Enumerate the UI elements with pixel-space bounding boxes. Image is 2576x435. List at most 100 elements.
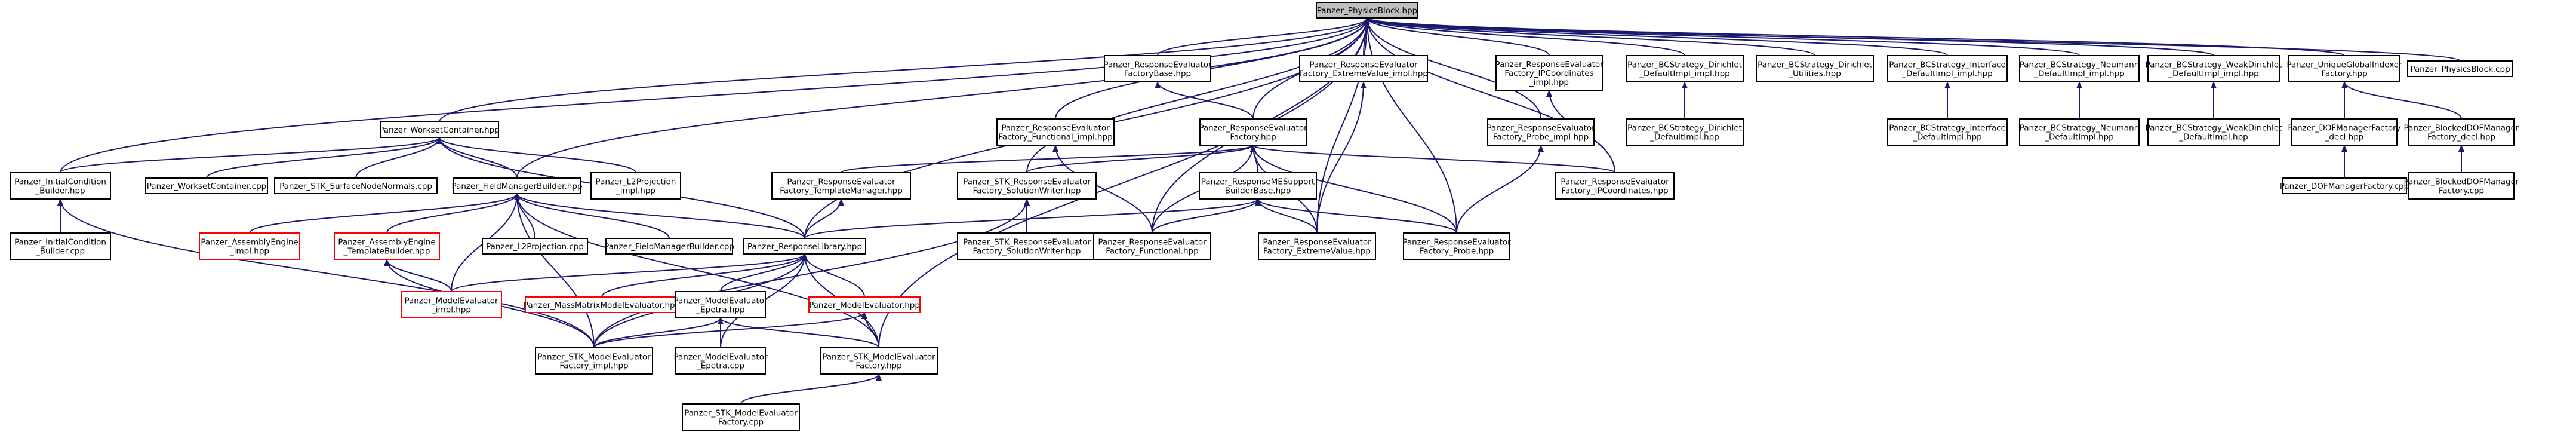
dependency-edge [1456,145,1544,234]
file-node-box [808,296,921,313]
dependency-edge [206,137,442,179]
file-node-box [334,232,440,260]
file-node-physicsblock-cpp[interactable]: Panzer_PhysicsBlock.cpp [2407,60,2513,77]
file-node-box [1093,232,1211,260]
file-node-rf-extremevalue-impl[interactable]: Panzer_ResponseEvaluatorFactory_ExtremeV… [1299,55,1428,82]
file-node-box [1299,55,1428,82]
file-node-assemblyengine-impl[interactable]: Panzer_AssemblyEngine_impl.hpp [199,232,300,260]
dependency-edge [1364,17,2345,56]
file-node-label: Panzer_BCStrategy_Interface [1889,60,2006,70]
file-node-responselibrary[interactable]: Panzer_ResponseLibrary.hpp [743,238,866,255]
file-node-initialcondition-builder[interactable]: Panzer_InitialCondition_Builder.hpp [10,172,111,200]
file-node-label: _DefaultImpl.hpp [1912,133,1982,142]
dependency-edge [593,317,724,348]
dependency-edge [516,17,1370,179]
file-node-label: Panzer_ResponseEvaluator [1495,60,1604,69]
file-node-box [535,347,653,375]
file-node-box [2408,172,2515,200]
file-node-label: Panzer_FieldManagerBuilder.cpp [604,242,734,252]
file-node-rf-templatemanager[interactable]: Panzer_ResponseEvaluatorFactory_Template… [771,172,911,200]
file-node-dofmanagerfactory-decl[interactable]: Panzer_DOFManagerFactory_decl.hpp [2288,118,2401,146]
file-node-rf-ipcoord[interactable]: Panzer_ResponseEvaluatorFactory_IPCoordi… [1555,172,1675,200]
file-node-bc-interface-defaultimpl[interactable]: Panzer_BCStrategy_Interface_DefaultImpl.… [1887,118,2008,146]
file-node-label: _impl.hpp [1529,78,1569,87]
file-node-bc-dirichlet-defaultimpl[interactable]: Panzer_BCStrategy_Dirichlet_DefaultImpl.… [1626,118,1744,146]
file-node-box [2147,55,2280,82]
file-node-rf-functional[interactable]: Panzer_ResponseEvaluatorFactory_Function… [1093,232,1211,260]
file-node-label: Factory_IPCoordinates [1504,69,1593,78]
file-node-initialcondition-builder-cpp[interactable]: Panzer_InitialCondition_Builder.cpp [10,232,111,260]
file-node-box [743,238,866,255]
file-node-l2projection-cpp[interactable]: Panzer_L2Projection.cpp [482,238,588,255]
file-node-label: Factory_Functional_impl.hpp [998,133,1112,142]
file-node-label: _decl.hpp [2325,133,2364,142]
file-node-label: Factory.hpp [855,362,901,371]
file-node-label: Panzer_ResponseEvaluator [1199,124,1307,133]
dependency-edge [1157,17,1370,56]
dependency-edge [436,137,518,179]
file-node-box [1258,232,1376,260]
file-node-bc-weakdirichlet-defaultimpl[interactable]: Panzer_BCStrategy_WeakDirichlet_DefaultI… [2146,118,2282,146]
file-node-rf-probe-impl[interactable]: Panzer_ResponseEvaluatorFactory_Probe_im… [1486,118,1595,146]
file-node-bc-neumann-defaultimpl[interactable]: Panzer_BCStrategy_Neumann_DefaultImpl.hp… [2019,118,2140,146]
file-node-label: Factory_IPCoordinates.hpp [1561,186,1668,196]
file-node-rf-ipcoord-impl[interactable]: Panzer_ResponseEvaluatorFactory_IPCoordi… [1495,55,1604,91]
file-node-label: Panzer_BCStrategy_Neumann [2020,60,2140,70]
file-node-assemblyengine-templatebuilder[interactable]: Panzer_AssemblyEngine_TemplateBuilder.hp… [334,232,440,260]
dependency-edge [1364,17,1815,56]
file-node-stk-surfacenodenormals[interactable]: Panzer_STK_SurfaceNodeNormals.cpp [274,177,438,194]
file-node-worksetcontainer[interactable]: Panzer_WorksetContainer.hpp [379,121,500,138]
dependency-edge [1316,17,1370,234]
file-node-label: FactoryBase.hpp [1124,69,1191,79]
file-node-label: _DefaultImpl.hpp [1649,133,1719,142]
file-node-label: Panzer_ModelEvaluator [404,296,498,306]
file-node-massmatrixmodelevaluator[interactable]: Panzer_MassMatrixModelEvaluator.hpp [524,296,680,313]
file-node-bc-interface-defaultimpl-impl[interactable]: Panzer_BCStrategy_Interface_DefaultImpl_… [1887,55,2008,82]
dependency-edge [249,193,520,234]
file-node-l2projection[interactable]: Panzer_L2Projection_impl.hpp [590,172,681,200]
file-node-modelevaluator-epetra[interactable]: Panzer_ModelEvaluator_Epetra.hpp [673,291,768,318]
file-node-box [274,177,438,194]
file-node-rf-probe[interactable]: Panzer_ResponseEvaluatorFactory_Probe.hp… [1402,232,1511,260]
file-node-box [401,291,502,318]
file-node-label: Panzer_ResponseMESupport [1201,177,1315,187]
file-node-label: Panzer_DOFManagerFactory [2288,124,2400,133]
file-node-stk-rf-solutionwriter-hpp[interactable]: Panzer_STK_ResponseEvaluatorFactory_Solu… [957,232,1097,260]
file-node-label: Factory_ExtremeValue.hpp [1263,247,1371,256]
file-node-rf-functional-impl[interactable]: Panzer_ResponseEvaluatorFactory_Function… [996,118,1115,146]
dependency-edge [1255,198,1457,234]
file-node-stk-modelevaluatorfactory-impl[interactable]: Panzer_STK_ModelEvaluatorFactory_impl.hp… [535,347,653,375]
file-node-label: Factory.cpp [718,418,764,427]
file-node-label: Panzer_ResponseEvaluator [1098,238,1207,247]
file-node-worksetcontainer-cpp[interactable]: Panzer_WorksetContainer.cpp [145,177,268,194]
file-node-rf-extremevalue[interactable]: Panzer_ResponseEvaluatorFactory_ExtremeV… [1258,232,1376,260]
file-node-label: Panzer_BCStrategy_Neumann [2020,124,2140,133]
file-node-bc-dirichlet-defaultimpl-impl[interactable]: Panzer_BCStrategy_Dirichlet_DefaultImpl_… [1626,55,1744,82]
file-node-modelevaluator[interactable]: Panzer_ModelEvaluator.hpp [808,296,921,313]
file-node-fieldmanagerbuilder-cpp[interactable]: Panzer_FieldManagerBuilder.cpp [604,238,734,255]
file-node-box [675,347,766,375]
file-node-box [957,172,1097,200]
file-node-fieldmanagerbuilder[interactable]: Panzer_FieldManagerBuilder.hpp [452,177,583,194]
file-node-stk-rf-solutionwriter[interactable]: Panzer_STK_ResponseEvaluatorFactory_Solu… [957,172,1097,200]
file-node-physicsblock[interactable]: Panzer_PhysicsBlock.hpp [1316,2,1418,19]
file-node-bc-weakdirichlet-defaultimpl-impl[interactable]: Panzer_BCStrategy_WeakDirichlet_DefaultI… [2146,55,2282,82]
file-node-modelevaluator-impl[interactable]: Panzer_ModelEvaluator_impl.hpp [401,291,502,318]
file-node-label: Factory_ExtremeValue_impl.hpp [1299,69,1428,79]
dependency-edge [1250,145,1615,173]
file-node-modelevaluator-epetra-cpp[interactable]: Panzer_ModelEvaluator_Epetra.cpp [673,347,768,375]
file-node-label: _DefaultImpl.hpp [2044,133,2114,142]
file-node-bc-neumann-defaultimpl-impl[interactable]: Panzer_BCStrategy_Neumann_DefaultImpl_im… [2019,55,2140,82]
file-node-box [482,238,588,255]
file-node-bc-dirichlet-utilities[interactable]: Panzer_BCStrategy_Dirichlet_Utilities.hp… [1756,55,1874,82]
file-node-box [2288,55,2400,82]
file-node-dofmanagerfactory-cpp[interactable]: Panzer_DOFManagerFactory.cpp [2280,177,2409,194]
